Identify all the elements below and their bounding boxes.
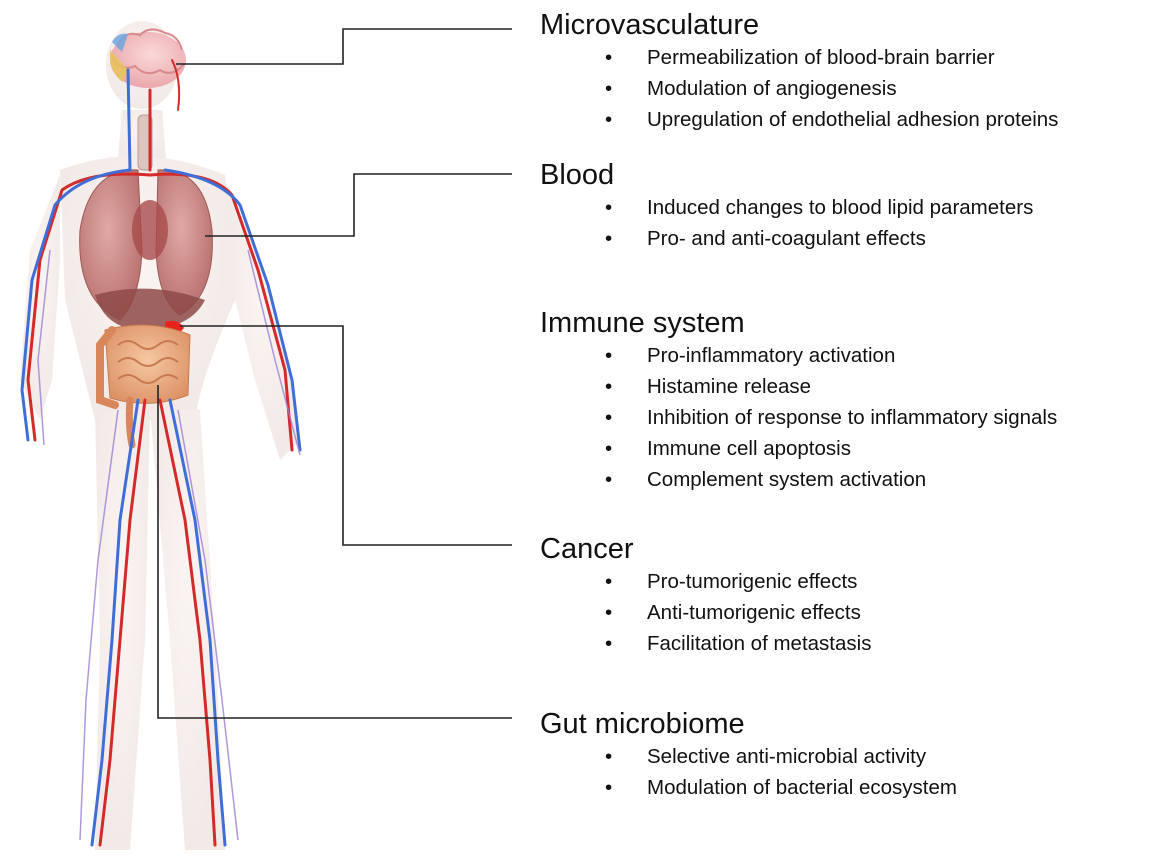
section-immune-system: Immune system • Pro-inflammatory activati…	[540, 306, 1057, 495]
leader-line-blood	[205, 174, 512, 236]
list-item: • Pro-tumorigenic effects	[540, 566, 871, 597]
item-text: Selective anti-microbial activity	[647, 745, 926, 768]
bullet-icon: •	[605, 566, 612, 597]
section-title: Immune system	[540, 306, 1057, 340]
bullet-icon: •	[605, 340, 612, 371]
effect-list: • Permeabilization of blood-brain barrier…	[540, 42, 1058, 135]
item-text: Immune cell apoptosis	[647, 437, 851, 460]
list-item: • Complement system activation	[540, 464, 1057, 495]
bullet-icon: •	[605, 371, 612, 402]
bullet-icon: •	[605, 433, 612, 464]
bullet-icon: •	[605, 42, 612, 73]
section-title: Microvasculature	[540, 8, 1058, 42]
item-text: Inhibition of response to inflammatory s…	[647, 406, 1057, 429]
bullet-icon: •	[605, 104, 612, 135]
list-item: • Pro- and anti-coagulant effects	[540, 223, 1033, 254]
section-cancer: Cancer • Pro-tumorigenic effects • Anti-tu…	[540, 532, 871, 659]
section-title: Blood	[540, 158, 1033, 192]
leader-line-immune-system	[180, 326, 512, 545]
bullet-icon: •	[605, 597, 612, 628]
list-item: • Selective anti-microbial activity	[540, 741, 957, 772]
leader-line-microvasculature	[176, 29, 512, 64]
bullet-icon: •	[605, 192, 612, 223]
list-item: • Anti-tumorigenic effects	[540, 597, 871, 628]
section-title: Cancer	[540, 532, 871, 566]
bullet-icon: •	[605, 772, 612, 803]
item-text: Permeabilization of blood-brain barrier	[647, 46, 995, 69]
list-item: • Upregulation of endothelial adhesion pr…	[540, 104, 1058, 135]
section-title: Gut microbiome	[540, 707, 957, 741]
effect-list: • Induced changes to blood lipid paramete…	[540, 192, 1033, 254]
item-text: Pro- and anti-coagulant effects	[647, 227, 926, 250]
item-text: Upregulation of endothelial adhesion pro…	[647, 108, 1058, 131]
effect-list: • Selective anti-microbial activity • Modu…	[540, 741, 957, 803]
section-gut-microbiome: Gut microbiome • Selective anti-microbial…	[540, 707, 957, 803]
section-blood: Blood • Induced changes to blood lipid pa…	[540, 158, 1033, 254]
effect-list: • Pro-tumorigenic effects • Anti-tumorigen…	[540, 566, 871, 659]
bullet-icon: •	[605, 464, 612, 495]
item-text: Pro-tumorigenic effects	[647, 570, 857, 593]
list-item: • Induced changes to blood lipid paramete…	[540, 192, 1033, 223]
list-item: • Modulation of bacterial ecosystem	[540, 772, 957, 803]
list-item: • Pro-inflammatory activation	[540, 340, 1057, 371]
item-text: Facilitation of metastasis	[647, 632, 871, 655]
list-item: • Immune cell apoptosis	[540, 433, 1057, 464]
bullet-icon: •	[605, 628, 612, 659]
leader-line-gut-microbiome	[158, 385, 512, 718]
bullet-icon: •	[605, 73, 612, 104]
item-text: Pro-inflammatory activation	[647, 344, 895, 367]
item-text: Modulation of bacterial ecosystem	[647, 776, 957, 799]
item-text: Histamine release	[647, 375, 811, 398]
bullet-icon: •	[605, 741, 612, 772]
item-text: Induced changes to blood lipid parameter…	[647, 196, 1033, 219]
list-item: • Histamine release	[540, 371, 1057, 402]
item-text: Modulation of angiogenesis	[647, 77, 897, 100]
item-text: Complement system activation	[647, 468, 926, 491]
section-microvasculature: Microvasculature • Permeabilization of bl…	[540, 8, 1058, 135]
bullet-icon: •	[605, 402, 612, 433]
list-item: • Inhibition of response to inflammatory …	[540, 402, 1057, 433]
effect-list: • Pro-inflammatory activation • Histamine …	[540, 340, 1057, 495]
list-item: • Permeabilization of blood-brain barrier	[540, 42, 1058, 73]
item-text: Anti-tumorigenic effects	[647, 601, 861, 624]
bullet-icon: •	[605, 223, 612, 254]
list-item: • Modulation of angiogenesis	[540, 73, 1058, 104]
list-item: • Facilitation of metastasis	[540, 628, 871, 659]
